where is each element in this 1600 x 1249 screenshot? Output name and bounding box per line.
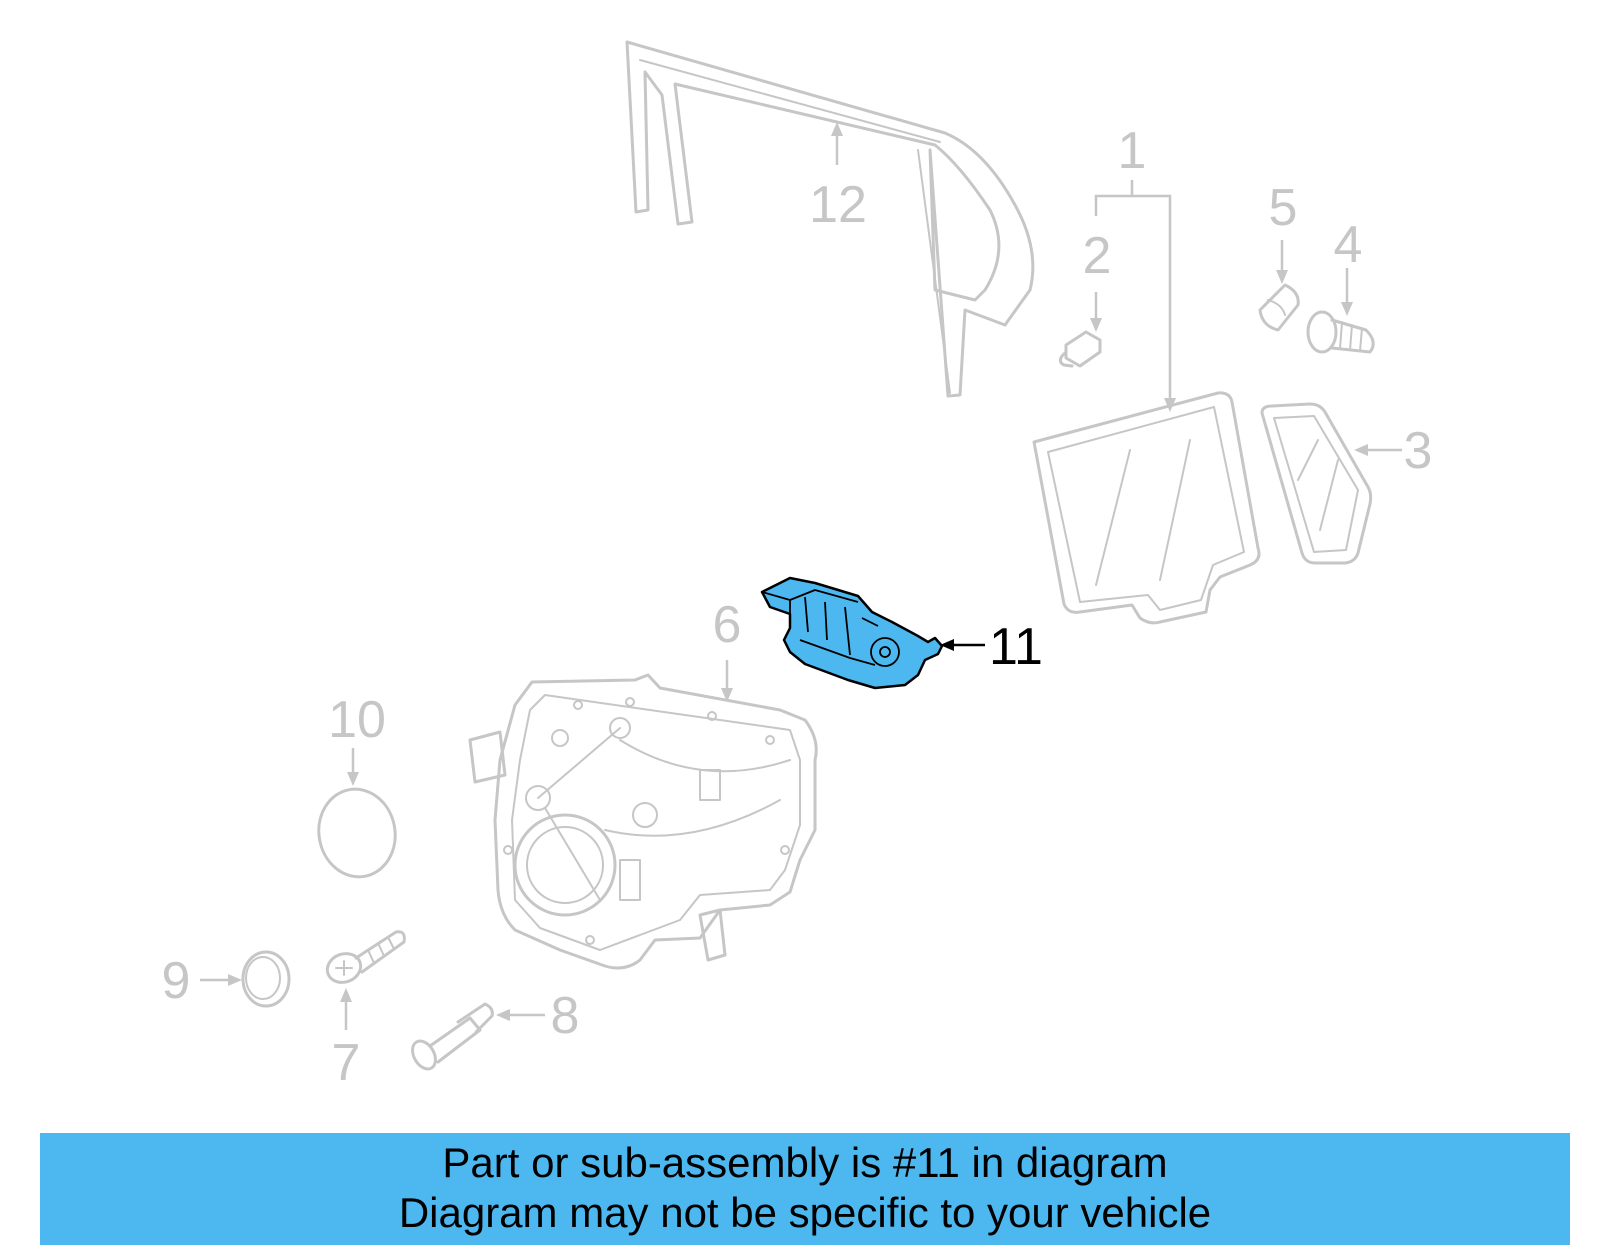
part-10-seal-ring xyxy=(317,787,397,879)
callout-3: 3 xyxy=(1404,422,1433,480)
callout-4: 4 xyxy=(1334,216,1363,274)
part-12-run-channel xyxy=(625,40,1035,398)
part-11-window-motor xyxy=(760,576,944,690)
callout-1: 1 xyxy=(1118,122,1147,180)
part-4-bolt xyxy=(1306,310,1375,354)
callout-2: 2 xyxy=(1083,227,1112,285)
banner-disclaimer: Diagram may not be specific to your vehi… xyxy=(398,1189,1212,1236)
part-1-door-glass xyxy=(1032,391,1261,625)
banner-part-number-note: Part or sub-assembly is #11 in diagram xyxy=(442,1139,1168,1186)
callout-8: 8 xyxy=(551,987,580,1045)
callout-10: 10 xyxy=(328,691,386,749)
callout-7: 7 xyxy=(332,1034,361,1092)
callout-labels: 12 1 2 5 4 3 6 10 9 7 8 11 xyxy=(162,122,1433,1092)
leader-lines xyxy=(200,122,1402,1030)
part-3-quarter-glass xyxy=(1260,402,1373,565)
part-5-grommet xyxy=(1258,283,1300,332)
part-2-clip xyxy=(1058,330,1102,368)
callout-12: 12 xyxy=(809,176,867,234)
callout-5: 5 xyxy=(1269,179,1298,237)
callout-11: 11 xyxy=(989,618,1043,676)
part-7-screw xyxy=(325,930,406,984)
info-banner: Part or sub-assembly is #11 in diagram D… xyxy=(40,1133,1570,1245)
part-8-push-pin xyxy=(411,1002,494,1071)
callout-6: 6 xyxy=(713,596,742,654)
callout-9: 9 xyxy=(162,952,191,1010)
part-9-plug xyxy=(241,950,291,1008)
part-6-regulator-plate xyxy=(468,673,818,970)
